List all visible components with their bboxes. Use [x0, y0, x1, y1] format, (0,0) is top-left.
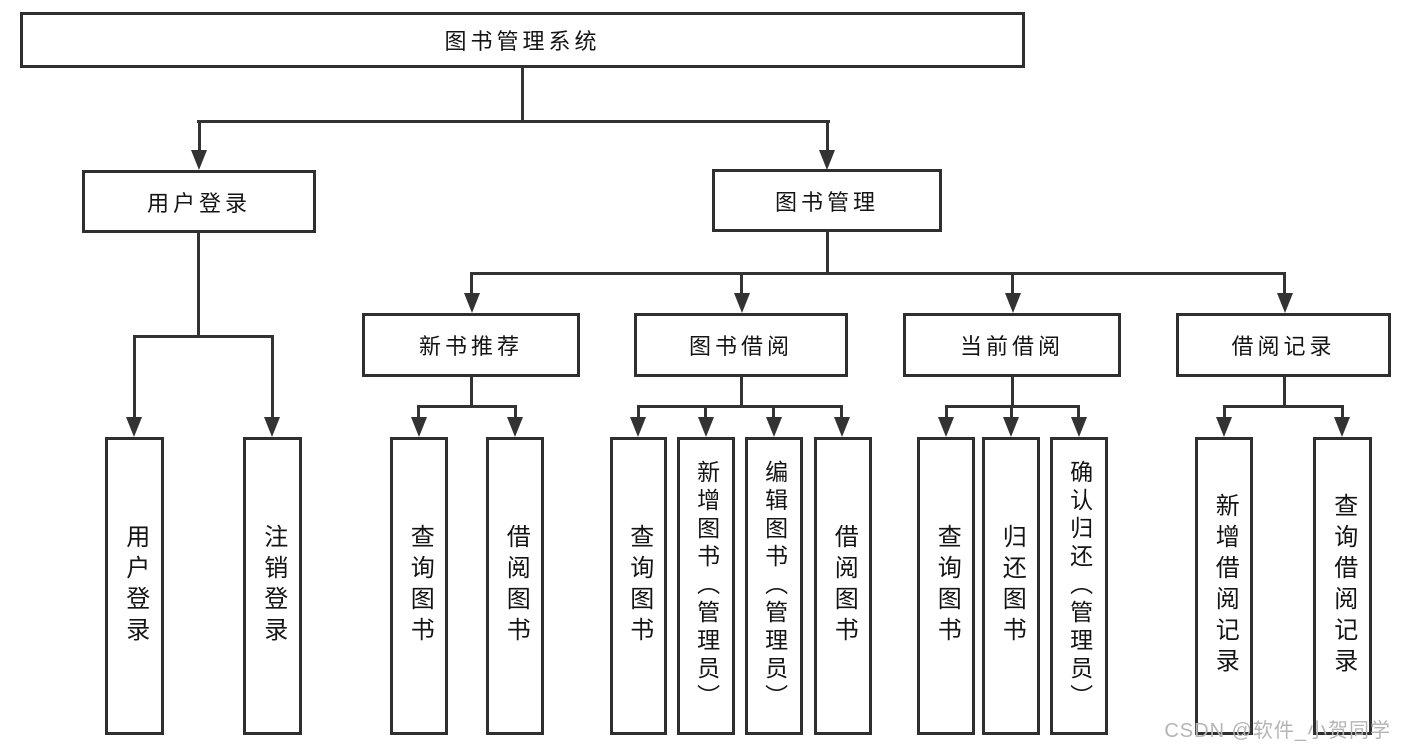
node-query-borrow-record: 查询借阅记录: [1313, 437, 1372, 735]
connector-drop: [772, 405, 775, 421]
connector-user-login-children: [133, 335, 273, 338]
arrow-down-icon: [411, 417, 427, 437]
arrow-down-icon: [938, 417, 954, 437]
node-query-books-borrow: 查询图书: [610, 437, 667, 735]
node-borrow-books-rec: 借阅图书: [486, 437, 544, 735]
connector-drop: [1077, 405, 1080, 421]
connector-drop: [1223, 405, 1226, 421]
connector-borrow-record-stub: [1283, 376, 1286, 408]
node-return-book: 归还图书: [982, 437, 1040, 735]
connector-current-borrow-stub: [1011, 376, 1014, 408]
leaf-label: 归还图书: [998, 524, 1026, 648]
connector-to-book-borrow: [740, 272, 743, 298]
leaf-label: 新增图书（管理员）: [693, 460, 720, 712]
connector-drop: [1341, 405, 1344, 421]
node-confirm-return-admin: 确认归还（管理员）: [1050, 437, 1108, 735]
connector-drop: [840, 405, 843, 421]
node-vert-user-login: 用户登录: [105, 437, 164, 735]
arrow-down-icon: [1216, 417, 1232, 437]
node-query-books-current: 查询图书: [917, 437, 975, 735]
arrow-down-icon: [264, 417, 280, 437]
node-user-login: 用户登录: [82, 170, 316, 233]
arrow-down-icon: [698, 417, 714, 437]
connector-to-vert-logout: [271, 335, 274, 423]
node-new-book-rec: 新书推荐: [362, 313, 580, 377]
arrow-down-icon: [464, 293, 480, 313]
connector-drop: [704, 405, 707, 421]
connector-level2: [197, 120, 830, 123]
arrow-down-icon: [734, 293, 750, 313]
connector-to-book-mgmt: [826, 120, 829, 154]
leaf-label: 用户登录: [121, 524, 149, 648]
arrow-down-icon: [1003, 417, 1019, 437]
node-edit-book-admin: 编辑图书（管理员）: [745, 437, 803, 735]
connector-drop: [637, 405, 640, 421]
node-borrow-record: 借阅记录: [1176, 313, 1391, 377]
connector-borrow-record-children: [1223, 405, 1344, 408]
connector-user-login-stub: [197, 232, 200, 338]
node-current-borrow-label: 当前借阅: [959, 334, 1064, 359]
connector-drop: [514, 405, 517, 421]
connector-book-mgmt-stub: [826, 231, 829, 275]
leaf-label: 借阅图书: [830, 524, 858, 648]
leaf-label: 查询图书: [406, 524, 434, 648]
arrow-down-icon: [819, 150, 835, 170]
node-borrow-record-label: 借阅记录: [1231, 334, 1336, 359]
leaf-label: 借阅图书: [502, 524, 530, 648]
arrow-down-icon: [1071, 417, 1087, 437]
arrow-down-icon: [834, 417, 850, 437]
leaf-label: 编辑图书（管理员）: [761, 460, 788, 712]
node-book-borrow-label: 图书借阅: [688, 334, 793, 359]
arrow-down-icon: [630, 417, 646, 437]
arrow-down-icon: [1277, 293, 1293, 313]
node-add-book-admin: 新增图书（管理员）: [677, 437, 735, 735]
node-book-mgmt-label: 图书管理: [774, 189, 879, 215]
arrow-down-icon: [766, 417, 782, 437]
arrow-down-icon: [1005, 293, 1021, 313]
node-book-borrow: 图书借阅: [634, 313, 848, 377]
node-user-login-label: 用户登录: [146, 190, 251, 216]
node-new-book-rec-label: 新书推荐: [418, 334, 523, 359]
connector-book-borrow-children: [637, 405, 843, 408]
connector-book-borrow-stub: [740, 376, 743, 408]
connector-to-new-book-rec: [470, 272, 473, 298]
leaf-label: 确认归还（管理员）: [1066, 460, 1093, 712]
leaf-label: 查询图书: [625, 524, 653, 648]
arrow-down-icon: [126, 417, 142, 437]
arrow-down-icon: [191, 150, 207, 170]
connector-new-book-rec-children: [417, 405, 517, 408]
connector-to-borrow-record: [1283, 272, 1286, 298]
connector-drop: [945, 405, 948, 421]
leaf-label: 注销登录: [259, 524, 287, 648]
leaf-label: 查询图书: [933, 524, 961, 648]
connector-to-current-borrow: [1011, 272, 1014, 298]
node-book-mgmt: 图书管理: [712, 169, 942, 232]
csdn-watermark: CSDN @软件_小贺同学: [1164, 720, 1391, 742]
connector-root-stub: [521, 67, 524, 123]
node-borrow-books-borrow: 借阅图书: [814, 437, 872, 735]
arrow-down-icon: [507, 417, 523, 437]
node-current-borrow: 当前借阅: [903, 313, 1121, 377]
connector-new-book-rec-stub: [470, 376, 473, 408]
node-query-books-rec: 查询图书: [390, 437, 448, 735]
connector-drop: [1010, 405, 1013, 421]
connector-to-user-login: [198, 120, 201, 154]
connector-level3: [470, 272, 1286, 275]
leaf-label: 查询借阅记录: [1329, 493, 1357, 679]
node-add-borrow-record: 新增借阅记录: [1195, 437, 1253, 735]
connector-to-vert-user-login: [133, 335, 136, 423]
node-root: 图书管理系统: [20, 12, 1025, 68]
leaf-label: 新增借阅记录: [1211, 493, 1239, 679]
node-root-label: 图书管理系统: [444, 29, 601, 54]
connector-drop: [417, 405, 420, 421]
arrow-down-icon: [1334, 417, 1350, 437]
node-vert-logout: 注销登录: [243, 437, 302, 735]
